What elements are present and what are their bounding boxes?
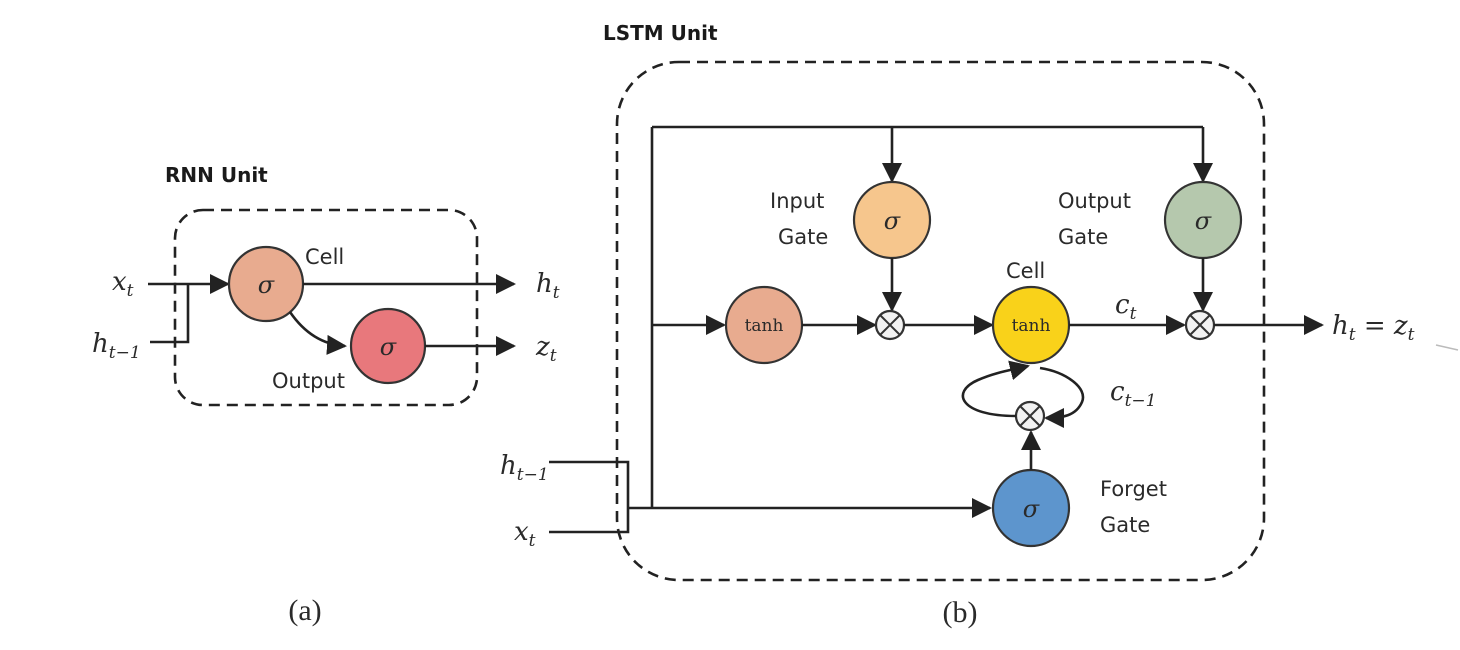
rnn-unit: RNN Unit xt ht−1 σ Cell σ Output ht zt (… <box>92 163 560 627</box>
lstm-input-gate-label-1: Input <box>770 189 824 213</box>
lstm-input-h-label: ht−1 <box>500 451 549 485</box>
lstm-input-multiply-cross-b <box>879 314 901 336</box>
lstm-input-gate-label-2: Gate <box>778 225 828 249</box>
lstm-output-gate-sigma: σ <box>1195 207 1212 235</box>
rnn-title: RNN Unit <box>165 163 268 187</box>
lstm-unit: LSTM Unit ht−1 xt Input Gate σ tanh Cell… <box>500 21 1415 629</box>
lstm-forget-gate-label-1: Forget <box>1100 477 1167 501</box>
rnn-boundary <box>173 208 479 407</box>
lstm-output-gate-label-1: Output <box>1058 189 1131 213</box>
lstm-cell-label: Cell <box>1006 259 1045 283</box>
lstm-cprev-label: ct−1 <box>1110 377 1156 411</box>
rnn-caption: (a) <box>288 594 321 627</box>
rnn-input-x-label: xt <box>112 267 134 301</box>
rnn-output-sigma: σ <box>380 333 397 361</box>
lstm-input-gate-sigma: σ <box>884 207 901 235</box>
lstm-output-multiply-cross-b <box>1189 314 1211 336</box>
lstm-x-wire <box>549 508 630 534</box>
lstm-h-wire <box>549 460 630 508</box>
lstm-forget-multiply-cross-b <box>1019 405 1041 427</box>
lstm-output-label: ht = zt <box>1332 311 1415 345</box>
lstm-title: LSTM Unit <box>603 21 718 45</box>
lstm-caption: (b) <box>943 596 978 629</box>
lstm-ct-label: ct <box>1115 290 1137 324</box>
lstm-output-gate-label-2: Gate <box>1058 225 1108 249</box>
rnn-h-wire <box>150 284 190 344</box>
lstm-forget-loop-left <box>961 360 1030 418</box>
rnn-input-h-label: ht−1 <box>92 329 141 363</box>
rnn-output-label: Output <box>272 369 345 393</box>
rnn-output-z-label: zt <box>535 332 557 366</box>
lstm-cell-tanh: tanh <box>1012 316 1051 336</box>
rnn-cell-label: Cell <box>305 245 344 269</box>
rnn-output-h-label: ht <box>536 269 560 303</box>
lstm-candidate-tanh: tanh <box>745 316 784 336</box>
lstm-forget-gate-sigma: σ <box>1023 495 1040 523</box>
lstm-forget-loop-right <box>1039 366 1085 428</box>
lstm-input-x-label: xt <box>514 517 536 551</box>
edge-artifact-line <box>1435 344 1459 351</box>
lstm-boundary <box>615 60 1266 582</box>
lstm-forget-gate-label-2: Gate <box>1100 513 1150 537</box>
rnn-cell-sigma: σ <box>258 271 275 299</box>
rnn-cell-to-output-wire <box>288 311 347 355</box>
